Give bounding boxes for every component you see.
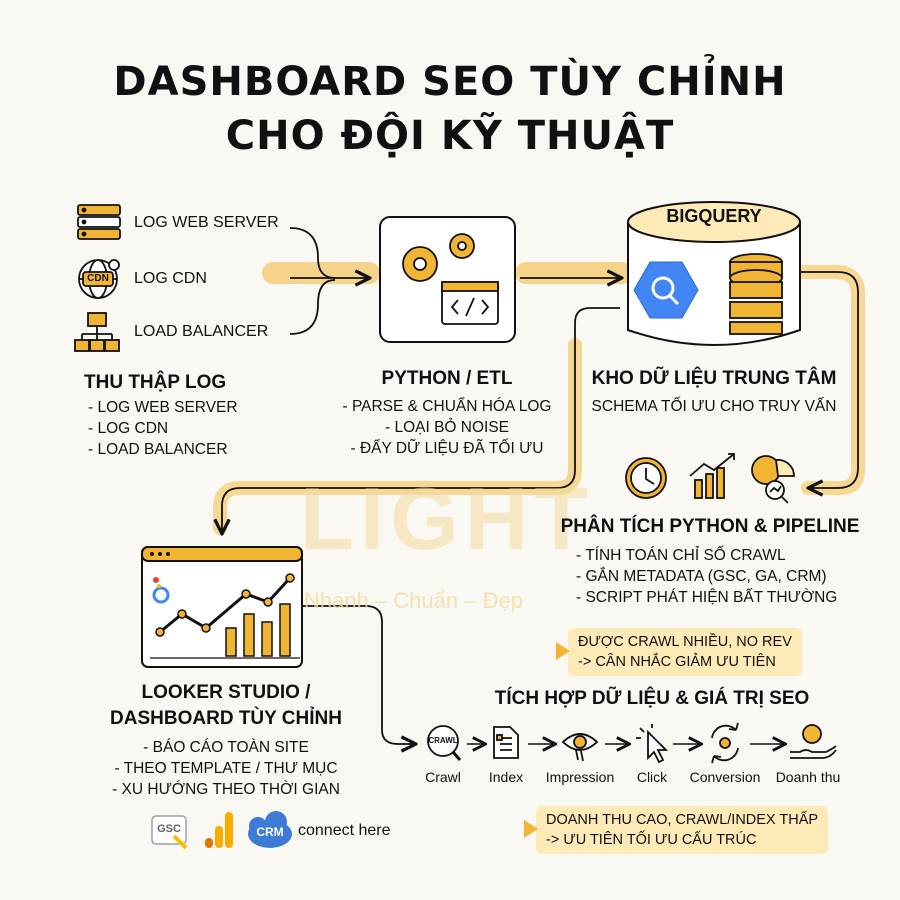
code-window-icon — [441, 281, 499, 325]
analysis-callout: ĐƯỢC CRAWL NHIỀU, NO REV -> CÂN NHẮC GIẢ… — [556, 628, 802, 676]
crm-cloud-icon — [248, 811, 292, 848]
collect-bullet: - LOG CDN — [88, 420, 169, 437]
bigquery-heading: KHO DỮ LIỆU TRUNG TÂM — [591, 368, 837, 389]
analysis-bullets: - TÍNH TOÁN CHỈ SỐ CRAWL - GẮN METADATA … — [576, 545, 837, 608]
eye-icon — [561, 733, 599, 762]
gears-icon — [402, 233, 475, 282]
database-stack-icon — [729, 253, 783, 335]
source-label-cdn: LOG CDN — [134, 270, 207, 287]
flow-step-crawl: Crawl — [425, 769, 461, 785]
looker-bullets: - BÁO CÁO TOÀN SITE - THEO TEMPLATE / TH… — [96, 737, 356, 800]
etl-bullet: - PARSE & CHUẨN HÓA LOG — [342, 398, 552, 415]
server-icon — [77, 204, 121, 240]
network-hierarchy-icon — [74, 312, 120, 352]
conversion-cycle-icon — [711, 722, 739, 764]
flow-step-index: Index — [488, 769, 524, 785]
connect-here-link[interactable]: connect here — [298, 822, 391, 839]
gsc-logo-icon — [151, 815, 188, 850]
flow-callout: DOANH THU CAO, CRAWL/INDEX THẤP -> ƯU TI… — [524, 806, 829, 854]
analysis-callout-line: -> CÂN NHẮC GIẢM ƯU TIÊN — [578, 654, 776, 670]
source-label-load-balancer: LOAD BALANCER — [134, 323, 269, 340]
flow-step-impression: Impression — [545, 769, 615, 785]
source-label-web-server: LOG WEB SERVER — [134, 214, 279, 231]
analysis-bullet: - SCRIPT PHÁT HIỆN BẤT THƯỜNG — [576, 589, 838, 606]
analytics-pie-icon — [751, 455, 795, 504]
analysis-heading: PHÂN TÍCH PYTHON & PIPELINE — [560, 516, 860, 537]
page-title-line-2: CHO ĐỘI KỸ THUẬT — [225, 113, 675, 159]
callout-pointer-icon — [524, 820, 538, 838]
flow-callout-line: -> ƯU TIÊN TỐI ƯU CẤU TRÚC — [546, 832, 757, 848]
bigquery-logo-icon — [633, 261, 699, 319]
collect-bullets: - LOG WEB SERVER - LOG CDN - LOAD BALANC… — [88, 397, 238, 460]
analysis-callout-line: ĐƯỢC CRAWL NHIỀU, NO REV — [578, 634, 792, 650]
connectors — [222, 227, 859, 744]
looker-bullet: - BÁO CÁO TOÀN SITE — [143, 739, 309, 756]
etl-bullets: - PARSE & CHUẨN HÓA LOG - LOẠI BỎ NOISE … — [330, 396, 564, 459]
bigquery-cylinder — [627, 201, 801, 346]
cursor-click-icon — [636, 724, 669, 764]
crawl-magnifier-icon — [427, 725, 462, 761]
page-title-line-1: DASHBOARD SEO TÙY CHỈNH — [113, 59, 787, 105]
looker-bullet: - THEO TEMPLATE / THƯ MỤC — [114, 760, 338, 777]
analysis-bullet: - TÍNH TOÁN CHỈ SỐ CRAWL — [576, 547, 786, 564]
collect-bullet: - LOG WEB SERVER — [88, 399, 238, 416]
bigquery-badge: BIGQUERY — [666, 206, 762, 226]
etl-bullet: - ĐẨY DỮ LIỆU ĐÃ TỐI ƯU — [350, 440, 544, 457]
cdn-badge: CDN — [87, 273, 109, 284]
callout-pointer-icon — [556, 642, 570, 660]
clock-icon — [625, 457, 667, 499]
etl-box — [379, 216, 516, 343]
revenue-hand-icon — [790, 724, 837, 759]
flow-step-click: Click — [636, 769, 668, 785]
looker-heading-line-2: DASHBOARD TÙY CHỈNH — [110, 708, 342, 729]
looker-heading-line-1: LOOKER STUDIO / — [141, 682, 311, 703]
etl-bullet: - LOẠI BỎ NOISE — [384, 419, 510, 436]
etl-heading: PYTHON / ETL — [381, 368, 513, 389]
collect-bullet: - LOAD BALANCER — [88, 441, 228, 458]
looker-bullet: - XU HƯỚNG THEO THỜI GIAN — [112, 781, 340, 798]
watermark-slogan: Nhanh – Chuẩn – Đẹp — [304, 588, 523, 613]
collect-heading: THU THẬP LOG — [84, 372, 227, 393]
flow-step-conversion: Conversion — [689, 769, 761, 785]
flow-step-revenue: Doanh thu — [775, 769, 841, 785]
analysis-bullet: - GẮN METADATA (GSC, GA, CRM) — [576, 568, 827, 585]
crm-logo-label: CRM — [256, 825, 284, 839]
analytics-bars-icon — [205, 812, 233, 848]
watermark-brand: LIGHT — [300, 469, 594, 568]
bigquery-subheading: SCHEMA TỐI ƯU CHO TRUY VẤN — [591, 398, 837, 415]
document-index-icon — [493, 726, 519, 759]
cdn-globe-icon — [78, 259, 120, 299]
growth-chart-icon — [689, 453, 735, 499]
dashboard-window — [141, 546, 303, 668]
flow-heading: TÍCH HỢP DỮ LIỆU & GIÁ TRỊ SEO — [494, 688, 810, 709]
flow-callout-line: DOANH THU CAO, CRAWL/INDEX THẤP — [546, 812, 819, 828]
crawl-badge: CRAWL — [428, 736, 458, 745]
looker-logo-icon — [152, 577, 170, 604]
gsc-logo-label: GSC — [157, 823, 181, 835]
